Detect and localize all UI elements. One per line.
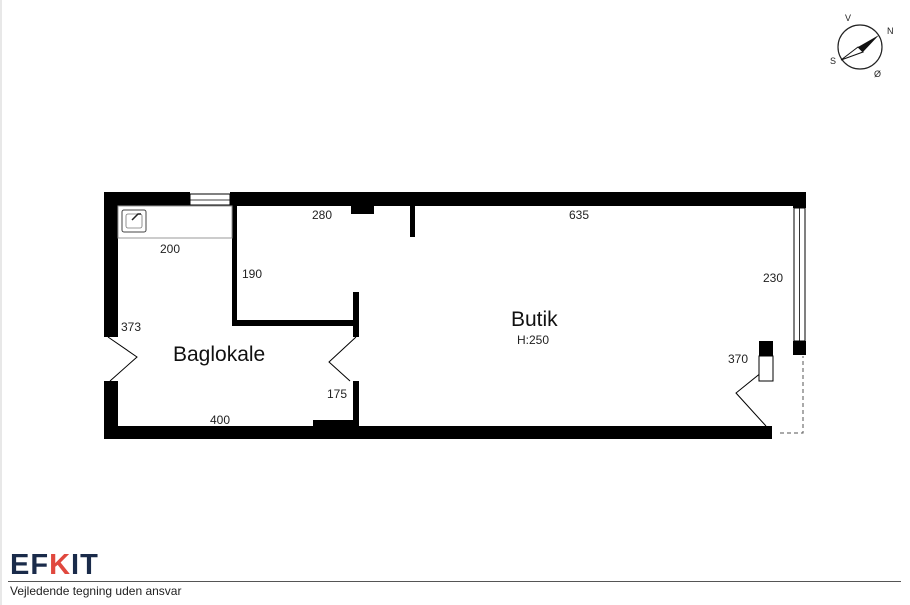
entrance-step [758,355,774,382]
room-height-shop: H:250 [517,333,549,347]
dim-back-top: 200 [160,242,180,256]
wall-right-lower [793,341,806,355]
dim-back-left: 373 [121,320,141,334]
logo-right: IT [71,548,99,581]
room-name-shop: Butik [511,308,558,331]
door-middle-swing [328,336,357,382]
threshold-bottom [313,420,357,428]
partition-door-jamb-bottom [353,381,359,428]
wall-left-lower [104,381,118,439]
doors [107,336,804,434]
kitchenette [117,205,233,239]
dim-shop-entrance: 370 [728,352,748,366]
wall-top-right [230,192,806,206]
interior-walls [232,206,415,428]
logo-accent: K [49,548,72,581]
logo-left: EF [10,548,50,581]
faucet-icon [131,213,141,221]
room-name-back: Baglokale [173,343,265,366]
outer-walls [104,192,806,439]
entrance-outline [780,356,804,434]
dim-back-bottom: 400 [210,413,230,427]
footer-divider [8,581,901,582]
dim-partition: 190 [242,267,262,281]
wall-top-left [104,192,190,206]
partition-door-jamb-top [353,292,359,337]
wall-entrance-pillar [759,341,773,356]
sink-icon [121,209,147,233]
partition-vertical [232,206,237,326]
compass-needle-north [858,35,879,52]
dim-shop-top-right: 635 [569,208,589,222]
page-border [0,0,2,605]
windows [189,193,806,342]
wall-stub [410,206,415,237]
partition-horizontal [232,320,357,326]
sink-basin [125,213,143,229]
footer-disclaimer: Vejledende tegning uden ansvar [10,584,182,598]
dim-shop-top-left: 280 [312,208,332,222]
compass-v: V [845,13,851,23]
floor-plan: N V S Ø [104,13,894,439]
dim-shop-right: 230 [763,271,783,285]
labels: Butik H:250 Baglokale 280 635 200 190 23… [121,208,783,427]
door-left-swing [107,336,138,382]
window-top [189,193,231,206]
compass-n: N [887,26,894,36]
wall-right-top [793,192,806,208]
compass-ring [837,24,883,70]
wall-left-upper [104,192,118,337]
compass-needle-south [840,46,864,61]
dim-door-passage: 175 [327,387,347,401]
compass-s: S [830,56,836,66]
wall-bottom [104,426,772,439]
wall-column [351,206,374,214]
compass-oe: Ø [874,69,881,79]
compass-icon: N V S Ø [830,13,894,79]
